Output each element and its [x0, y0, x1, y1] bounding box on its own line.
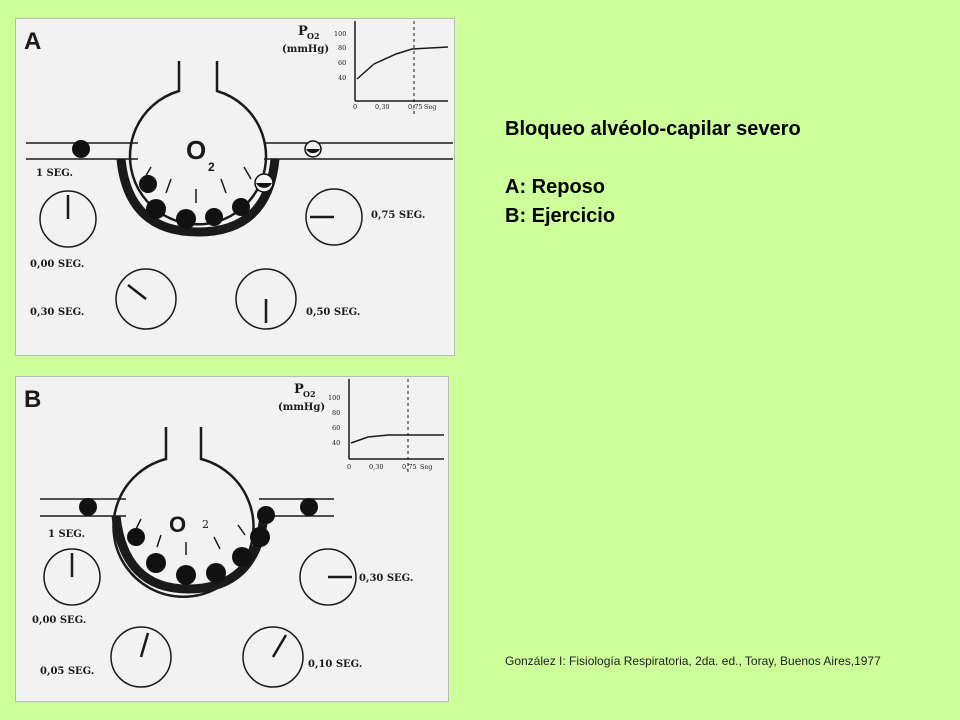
x-tick: Seg	[420, 463, 432, 471]
clock-1	[43, 548, 101, 606]
po2-curve	[356, 46, 449, 80]
x-tick: 0	[353, 103, 357, 111]
graph-unit: (mmHg)	[278, 402, 325, 413]
clock-label: 0,30 SEG.	[359, 573, 413, 584]
x-tick: 0	[347, 463, 351, 471]
clock-label: 0,00 SEG.	[32, 615, 86, 626]
clock-label: 0,75 SEG.	[371, 210, 425, 221]
panel-letter: B	[24, 386, 41, 413]
x-tick: 0,30	[369, 463, 383, 471]
alveolus: O 2	[40, 427, 334, 598]
clock-3	[110, 626, 172, 688]
clock-label: 0,50 SEG.	[306, 307, 360, 318]
diagram-b: B P O2 (mmHg) 100 80 60 40 0 0,30 0,75 S…	[24, 379, 444, 688]
x-tick: 0,75	[402, 463, 416, 471]
clock-2	[299, 548, 357, 606]
y-tick: 80	[338, 44, 346, 52]
clock-3	[115, 268, 177, 330]
slide-title: Bloqueo alvéolo-capilar severo	[505, 118, 801, 140]
x-tick: 0,30	[375, 103, 389, 111]
po2-curve	[350, 434, 444, 444]
graph-title: P	[294, 382, 304, 397]
graph-unit: (mmHg)	[282, 44, 329, 55]
clock-label: 1 SEG.	[36, 168, 73, 179]
panel-a-rest: A P O2 (mmHg) 100 80 60 40 0 0,30 0,75 S…	[15, 18, 455, 356]
alveolus: O 2	[26, 61, 453, 237]
clock-label: 0,30 SEG.	[30, 307, 84, 318]
x-tick: Seg	[424, 103, 436, 111]
y-tick: 100	[328, 394, 340, 402]
chamber-label: O	[186, 135, 206, 165]
diagram-a: A P O2 (mmHg) 100 80 60 40 0 0,30 0,75 S…	[24, 21, 453, 330]
graph-title-sub: O2	[307, 31, 320, 41]
label-rest: A: Reposo	[505, 176, 605, 198]
y-tick: 40	[332, 439, 340, 447]
x-tick: 0,75	[408, 103, 422, 111]
clock-1	[39, 190, 97, 248]
graph-title-sub: O2	[303, 389, 316, 399]
citation: González I: Fisiología Respiratoria, 2da…	[505, 654, 881, 668]
chamber-label: O	[169, 512, 186, 537]
po2-graph: P O2 (mmHg) 100 80 60 40 0 0,30 0,75 Seg	[278, 379, 444, 472]
po2-graph: P O2 (mmHg) 100 80 60 40 0 0,30 0,75 Seg	[282, 21, 449, 114]
clock-4	[242, 626, 304, 688]
panel-b-exercise: B P O2 (mmHg) 100 80 60 40 0 0,30 0,75 S…	[15, 376, 449, 702]
y-tick: 80	[332, 409, 340, 417]
y-tick: 40	[338, 74, 346, 82]
clock-label: 0,05 SEG.	[40, 666, 94, 677]
chamber-sub: 2	[208, 160, 215, 174]
chamber-sub: 2	[202, 518, 209, 531]
y-tick: 60	[332, 424, 340, 432]
graph-title: P	[298, 24, 308, 39]
panel-letter: A	[24, 28, 41, 55]
clock-4	[235, 268, 297, 330]
clock-2	[305, 188, 363, 246]
clock-label: 1 SEG.	[48, 529, 85, 540]
y-tick: 60	[338, 59, 346, 67]
clock-label: 0,00 SEG.	[30, 259, 84, 270]
y-tick: 100	[334, 30, 346, 38]
label-exercise: B: Ejercicio	[505, 205, 616, 227]
clock-label: 0,10 SEG.	[308, 659, 362, 670]
